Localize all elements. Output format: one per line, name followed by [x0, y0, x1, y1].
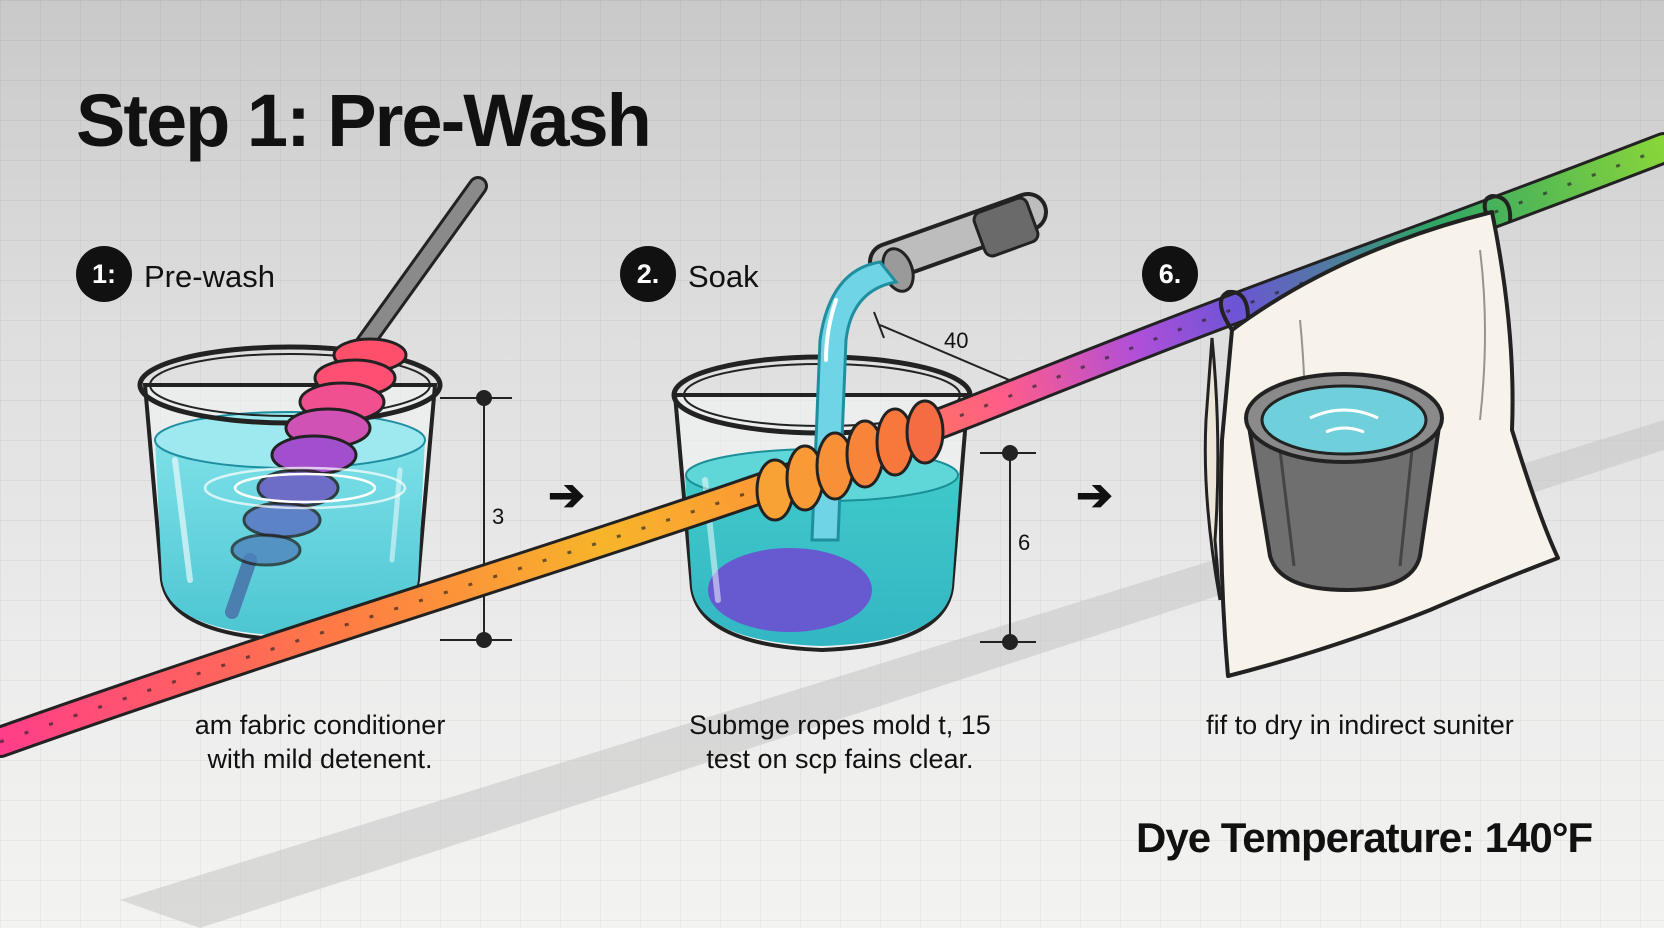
arrow-right-icon: ➔ [1076, 471, 1113, 520]
step-1-caption: am fabric conditioner with mild detenent… [150, 708, 490, 776]
faucet-icon [868, 192, 1048, 293]
bucket-2-height-label: 6 [1018, 530, 1031, 555]
step-3-badge: 6. [1142, 246, 1198, 302]
step-1-label: Pre-wash [144, 259, 275, 294]
step-1-caption-line-2: with mild detenent. [207, 744, 433, 774]
dimension-line-2 [980, 445, 1036, 650]
page-title: Step 1: Pre-Wash [76, 79, 652, 162]
step-3-caption-line-1: fif to dry in indirect suniter [1206, 710, 1514, 740]
step-2-caption-line-1: Submge ropes mold t, 15 [689, 710, 991, 740]
step-1-caption-line-1: am fabric conditioner [194, 710, 446, 740]
step-2-caption: Submge ropes mold t, 15 test on scp fain… [660, 708, 1020, 776]
stirring-rod-icon [225, 176, 488, 619]
step-2-badge: 2. [620, 246, 676, 302]
arrow-right-icon: ➔ [548, 471, 585, 520]
step-3-caption: fif to dry in indirect suniter [1170, 708, 1550, 742]
dye-temperature: Dye Temperature: 140°F [1136, 814, 1593, 861]
dimension-line-1 [440, 390, 512, 648]
ripples-1 [203, 466, 407, 510]
bucket-1-height-label: 3 [492, 504, 505, 529]
pot-icon [1244, 372, 1444, 593]
flow-length-label: 40 [944, 328, 969, 353]
step-2-label: Soak [688, 259, 759, 294]
rope-coil-1 [230, 337, 408, 567]
step-1-badge: 1: [76, 246, 132, 302]
rope-coil-2 [755, 399, 945, 522]
step-2-caption-line-2: test on scp fains clear. [706, 744, 974, 774]
